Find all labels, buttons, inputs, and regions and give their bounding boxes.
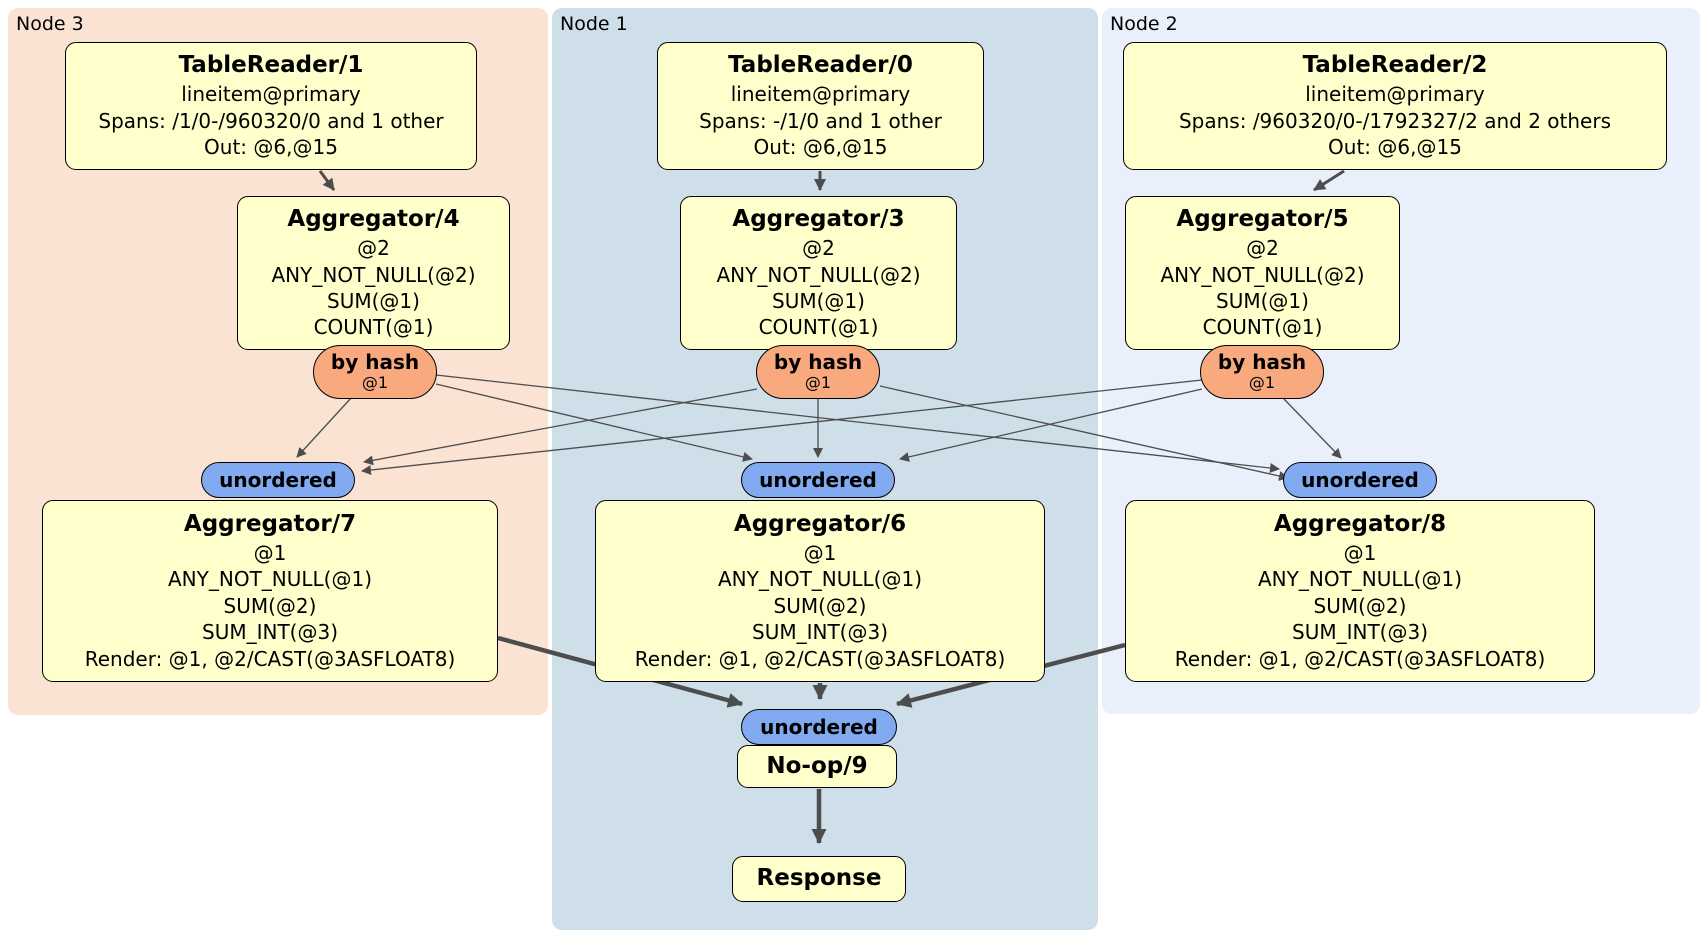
router-key: @1 <box>361 373 389 393</box>
router-key: @1 <box>804 373 832 393</box>
stream-unordered-final: unordered <box>741 709 897 745</box>
stream-unordered-node3: unordered <box>201 462 355 498</box>
stream-label: unordered <box>759 468 877 492</box>
processor-line: Spans: /960320/0-/1792327/2 and 2 others <box>1178 108 1611 133</box>
processor-noop-9: No-op/9 <box>737 745 897 788</box>
processor-title: TableReader/1 <box>178 52 364 79</box>
processor-line: Out: @6,@15 <box>753 135 888 160</box>
processor-line: @1 <box>803 540 837 565</box>
processor-aggregator-4: Aggregator/4 @2 ANY_NOT_NULL(@2) SUM(@1)… <box>237 196 510 350</box>
router-label: by hash <box>330 350 420 375</box>
processor-line: SUM_INT(@3) <box>752 620 888 645</box>
processor-tablereader-1: TableReader/1 lineitem@primary Spans: /1… <box>65 42 477 170</box>
processor-line: SUM_INT(@3) <box>202 620 338 645</box>
processor-line: SUM(@1) <box>772 288 865 313</box>
processor-line: COUNT(@1) <box>1202 315 1323 340</box>
processor-line: @2 <box>802 236 835 261</box>
processor-line: ANY_NOT_NULL(@2) <box>716 262 921 287</box>
region-node1-label: Node 1 <box>560 13 628 35</box>
processor-line: ANY_NOT_NULL(@1) <box>1258 567 1462 592</box>
processor-line: lineitem@primary <box>730 82 911 107</box>
processor-line: COUNT(@1) <box>758 315 879 340</box>
stream-label: unordered <box>1301 468 1419 492</box>
stream-label: unordered <box>219 468 337 492</box>
processor-title: TableReader/2 <box>1302 52 1488 79</box>
router-label: by hash <box>1217 350 1307 375</box>
processor-line: SUM(@2) <box>1313 593 1407 618</box>
processor-aggregator-7: Aggregator/7 @1 ANY_NOT_NULL(@1) SUM(@2)… <box>42 500 498 682</box>
processor-line: @2 <box>1246 236 1279 261</box>
processor-aggregator-8: Aggregator/8 @1 ANY_NOT_NULL(@1) SUM(@2)… <box>1125 500 1595 682</box>
router-by-hash-node1: by hash @1 <box>756 345 880 399</box>
processor-line: ANY_NOT_NULL(@1) <box>168 567 372 592</box>
processor-aggregator-6: Aggregator/6 @1 ANY_NOT_NULL(@1) SUM(@2)… <box>595 500 1045 682</box>
processor-line: SUM(@2) <box>773 593 867 618</box>
processor-title: Aggregator/5 <box>1176 206 1349 233</box>
router-label: by hash <box>773 350 863 375</box>
processor-line: lineitem@primary <box>1305 82 1485 107</box>
processor-line: Render: @1, @2/CAST(@3ASFLOAT8) <box>84 646 456 671</box>
processor-title: No-op/9 <box>766 752 868 779</box>
processor-title: Aggregator/7 <box>183 511 357 538</box>
router-by-hash-node2: by hash @1 <box>1200 345 1324 399</box>
processor-line: ANY_NOT_NULL(@1) <box>718 567 922 592</box>
stream-label: unordered <box>760 715 878 739</box>
processor-line: Spans: /1/0-/960320/0 and 1 other <box>98 108 444 133</box>
processor-title: Aggregator/6 <box>733 511 907 538</box>
processor-title: Aggregator/8 <box>1273 511 1447 538</box>
processor-title: Aggregator/3 <box>732 206 905 233</box>
processor-aggregator-3: Aggregator/3 @2 ANY_NOT_NULL(@2) SUM(@1)… <box>680 196 957 350</box>
processor-tablereader-0: TableReader/0 lineitem@primary Spans: -/… <box>657 42 984 170</box>
router-by-hash-node3: by hash @1 <box>313 345 437 399</box>
processor-line: COUNT(@1) <box>313 315 434 340</box>
router-key: @1 <box>1248 373 1276 393</box>
processor-line: lineitem@primary <box>181 82 361 107</box>
stream-unordered-node1: unordered <box>741 462 895 498</box>
processor-title: Aggregator/4 <box>287 206 460 233</box>
processor-line: Render: @1, @2/CAST(@3ASFLOAT8) <box>634 646 1006 671</box>
processor-line: Out: @6,@15 <box>1328 135 1462 160</box>
processor-response: Response <box>732 856 906 902</box>
processor-line: Render: @1, @2/CAST(@3ASFLOAT8) <box>1174 646 1546 671</box>
processor-line: SUM_INT(@3) <box>1292 620 1428 645</box>
processor-line: Out: @6,@15 <box>204 135 338 160</box>
processor-line: @1 <box>1343 540 1377 565</box>
region-node2-label: Node 2 <box>1110 13 1178 35</box>
stream-unordered-node2: unordered <box>1283 462 1437 498</box>
processor-line: ANY_NOT_NULL(@2) <box>271 262 476 287</box>
processor-tablereader-2: TableReader/2 lineitem@primary Spans: /9… <box>1123 42 1667 170</box>
region-node3-label: Node 3 <box>16 13 84 35</box>
processor-line: SUM(@2) <box>223 593 317 618</box>
processor-line: Spans: -/1/0 and 1 other <box>699 108 942 133</box>
processor-line: ANY_NOT_NULL(@2) <box>1160 262 1365 287</box>
processor-line: SUM(@1) <box>1216 288 1309 313</box>
processor-line: @1 <box>253 540 287 565</box>
processor-title: TableReader/0 <box>728 52 913 79</box>
processor-aggregator-5: Aggregator/5 @2 ANY_NOT_NULL(@2) SUM(@1)… <box>1125 196 1400 350</box>
processor-line: SUM(@1) <box>327 288 420 313</box>
processor-line: @2 <box>357 236 390 261</box>
processor-title: Response <box>756 865 882 892</box>
